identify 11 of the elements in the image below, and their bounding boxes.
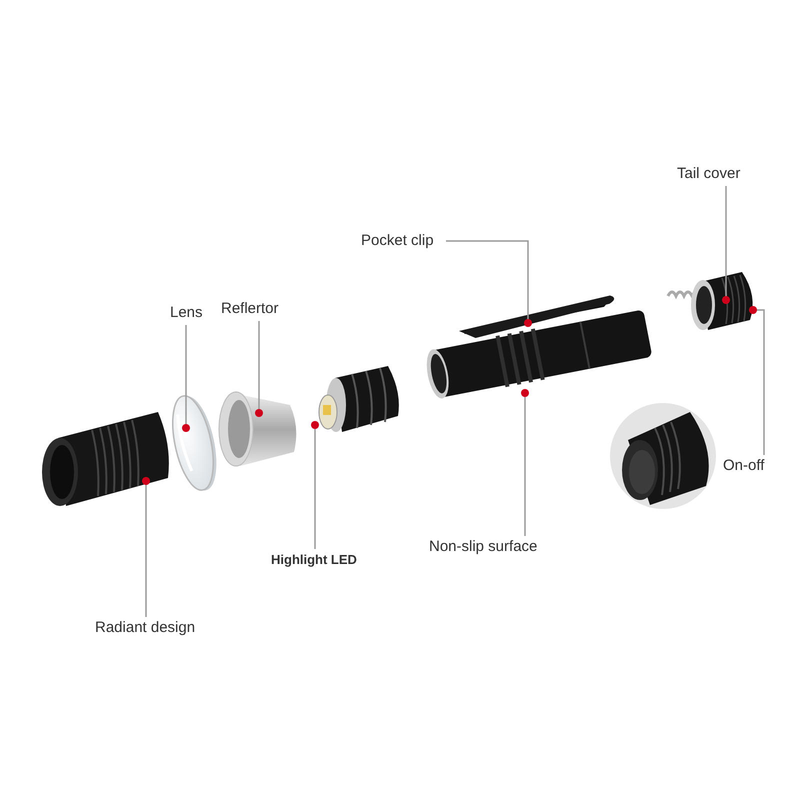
leader-line	[182, 325, 190, 432]
leader-line	[749, 306, 765, 455]
leader-line	[311, 421, 319, 549]
leader-line	[722, 186, 730, 304]
callout-label: Radiant design	[95, 619, 196, 637]
leader-line	[255, 321, 263, 417]
leader-line	[142, 477, 150, 617]
callout-label: Non-slip surface	[429, 538, 538, 556]
callout-label: Pocket clip	[361, 232, 434, 250]
leader-line	[521, 389, 529, 536]
leader-line	[446, 240, 532, 327]
